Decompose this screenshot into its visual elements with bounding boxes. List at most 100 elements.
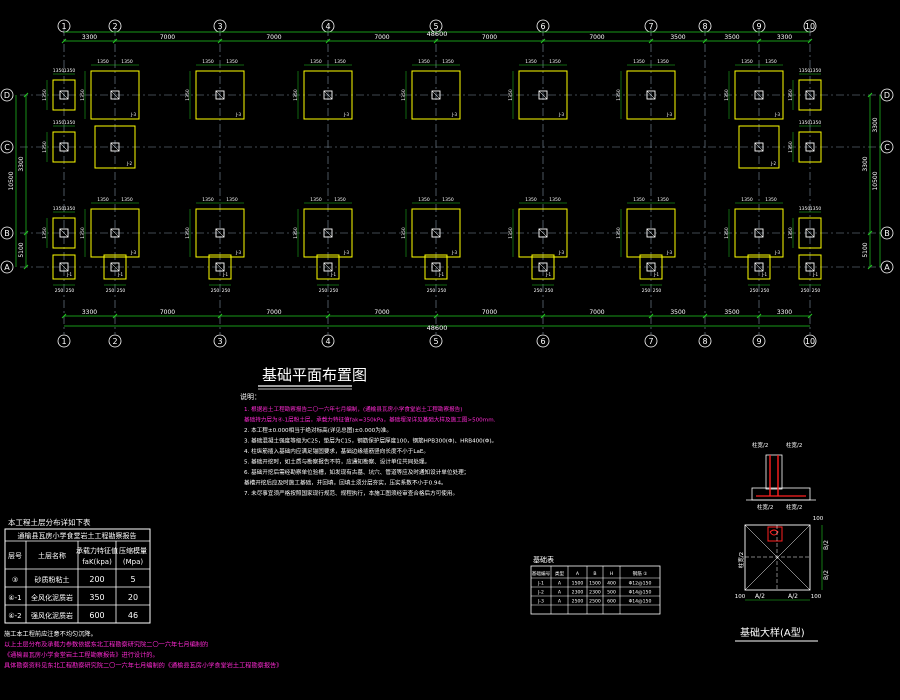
footing-table-border [530,565,661,615]
dim-text: 3300 [777,34,792,41]
footing-dim-text: 1350 [442,59,454,65]
dim-text: 7000 [374,34,389,41]
footing [626,70,676,120]
dim-text: 3500 [724,34,739,41]
footing-dim-text: 250 [545,288,554,294]
axis-bubble [880,88,894,102]
note-line: 5. 基础开挖时，如土质与勘察报告不符，应通知勘察、设计单位共同处理。 [244,458,430,466]
footing-dim-text: 250 [330,288,339,294]
column-hatch [754,228,764,238]
dim-tick [648,38,654,44]
note-line: 2. 本工程±0.000相当于绝对标高(详见总图)±0.000为准。 [244,426,392,434]
dim-text: 7000 [482,309,497,316]
footing-label: J-1 [222,272,228,277]
footing-table-header: 基础编号 [532,570,551,577]
column-hatch [59,142,69,152]
dim-tick [23,230,29,236]
footing-label: J-3 [666,250,672,255]
soil-cell-fak: 200 [89,575,104,584]
column [431,90,441,100]
soil-title: 通榆县瓦房小学食堂岩土工程勘察报告 [18,531,137,540]
detail-label: 柱宽/2 [752,441,768,449]
axis-bubble [536,334,550,348]
column [323,90,333,100]
dim-tick [702,38,708,44]
dim-tick [433,313,439,319]
axis-number: 6 [540,337,545,346]
footing-dim-text: 1350 [741,59,753,65]
footing-dim-text: 1350 [616,89,622,101]
footing-table-header: 钢筋 ① [633,570,648,577]
footing-table-cell: A [558,581,562,587]
footing-dim-text: 1350 [549,197,561,203]
dim-text: 7000 [374,309,389,316]
dim-tick [807,313,813,319]
footing-dim-text: 1350 [616,227,622,239]
footing-dim-text: 1350 [42,227,48,239]
footing-dim-text: 1350 [64,120,76,126]
axis-bubble [752,334,766,348]
footing-dim-text: 1350 [418,59,430,65]
footing-table-cell: 600 [607,599,616,605]
footing [195,70,245,120]
column [431,228,441,238]
footing-dim-text: 1350 [64,206,76,212]
dim-tick [61,313,67,319]
column-hatch [215,228,225,238]
detail-plan-hook [769,529,779,536]
axis-bubble [880,226,894,240]
footing [734,208,784,258]
note-line: 1. 根据岩土工程勘察报告二〇一六年七月编制，(通榆县瓦房小学食堂岩土工程勘察报… [244,405,462,413]
footing-label: J-1 [330,272,336,277]
footing-dim-text: 1350 [310,197,322,203]
axis-bubble [880,260,894,274]
footing-table-cell: 2300 [589,590,601,596]
axis-number: 2 [112,22,117,31]
footing-label: J-2 [770,161,776,166]
soil-header-fak: 承载力特征值 [76,546,118,555]
footing-dim-text: 250 [761,288,770,294]
footing-table-cell: 500 [607,590,616,596]
column-hatch [431,90,441,100]
detail-section-base [751,487,811,501]
footing-dim-text: 1350 [121,197,133,203]
note-line: 6. 基础开挖后需经勘察单位验槽，如发现有古墓、坑穴、管道等应及时通知设计单位处… [244,468,469,476]
footing-dim-text: 250 [117,288,126,294]
footing-label: J-3 [666,112,672,117]
footing-dim-text: 1350 [799,68,811,74]
footing-dim-text: 1350 [657,197,669,203]
footing-dim-text: 1350 [97,59,109,65]
axis-bubble [880,140,894,154]
column-hatch [323,90,333,100]
note-line: 基槽开挖后应及时施工基础，并回填，回填土须分层夯实，压实系数不小于0.94。 [244,479,447,487]
footing-dim-text: 1350 [724,227,730,239]
footing-table-header: H [610,571,613,577]
column-hatch [805,142,815,152]
axis-number: 10 [805,337,815,346]
column-hatch [646,262,656,272]
dim-tick [325,313,331,319]
footing-dim-text: 1350 [80,89,86,101]
soil-header-mod-unit: (Mpa) [123,558,144,566]
soil-cell-layer: ④-1 [8,594,21,602]
footing-label: J-3 [235,250,241,255]
footing-dim-text: 1350 [202,59,214,65]
footing-label: J-3 [130,112,136,117]
footing-dim-text: 250 [653,288,662,294]
dim-text: 7000 [160,34,175,41]
dim-tick [702,313,708,319]
footing [639,254,663,280]
footing [52,131,76,163]
footing-dim-text: 250 [55,288,64,294]
plan-title: 基础平面布置图 [262,366,367,384]
footing-dim-text: 1350 [42,89,48,101]
footing [303,208,353,258]
detail-section-column [765,454,783,490]
dim-tick [540,38,546,44]
column-hatch [754,90,764,100]
column [215,262,225,272]
soil-caption: 本工程土层分布详如下表 [8,517,91,527]
dim-tick [217,38,223,44]
